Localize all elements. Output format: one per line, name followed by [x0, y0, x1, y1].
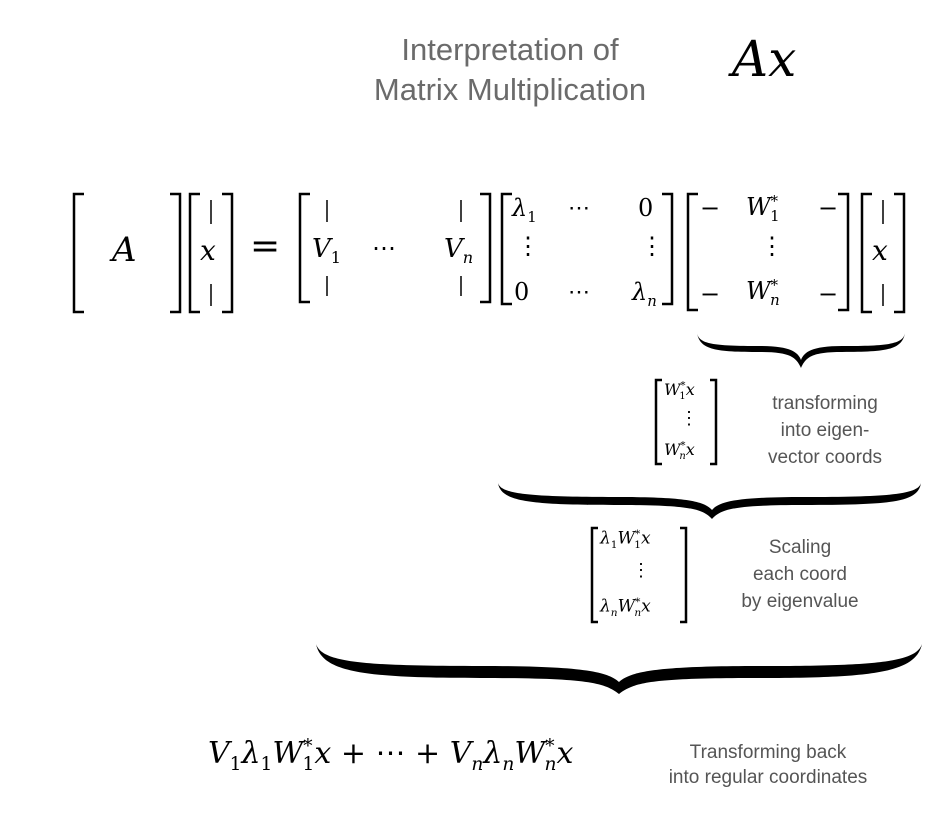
v-row-cdots: ⋯ [372, 234, 396, 262]
v1-symbol: V1 [312, 234, 342, 268]
lambda-row3-cdots: ⋯ [568, 280, 590, 305]
wx-row3: W*nx [664, 440, 695, 463]
w-vdots: ⋮ [760, 232, 784, 260]
wx-row1: W*1x [664, 380, 695, 403]
annotation-eigen-coords: transforming into eigen- vector coords [740, 390, 910, 471]
w-row1-dash-right: − [818, 194, 839, 222]
lambda-1: λ1 [512, 194, 537, 226]
final-expression: V1λ1W*1x + ⋯ + VnλnW*nx [208, 736, 574, 775]
annotation-scaling-line-3: by eigenvalue [741, 591, 859, 612]
equals-sign: = [250, 226, 281, 267]
lambda-row3-zero: 0 [514, 278, 530, 306]
matrix-a-symbol: A [112, 230, 137, 270]
lambda-col1-vdots: ⋮ [516, 232, 540, 260]
lambda-col3-vdots: ⋮ [640, 232, 664, 260]
annotation-back-line-1: Transforming back [689, 742, 847, 763]
annotation-back-line-2: into regular coordinates [668, 767, 868, 788]
annotation-eigen-line-2: into eigen- [780, 420, 870, 441]
vn-symbol: Vn [444, 234, 474, 268]
title-expression: Ax [732, 30, 797, 88]
annotation-eigen-line-1: transforming [772, 393, 878, 414]
annotation-eigen-line-3: vector coords [767, 447, 883, 468]
lambda-row1-zero: 0 [638, 194, 654, 222]
wn-star: W*n [746, 276, 780, 309]
lwx-row3: λnW*nx [600, 596, 651, 620]
annotation-transform-back: Transforming back into regular coordinat… [648, 740, 888, 790]
title-line-2: Matrix Multiplication [373, 72, 647, 107]
vector-x-symbol: x [200, 234, 216, 267]
w1-star: W*1 [746, 192, 780, 225]
annotation-scaling-line-1: Scaling [768, 537, 832, 558]
lwx-row1: λ1W*1x [600, 528, 651, 552]
title-block: Interpretation of Matrix Multiplication [330, 30, 690, 110]
lambda-row1-cdots: ⋯ [568, 196, 590, 221]
vector-x-right: x [872, 234, 888, 267]
annotation-scaling-line-2: each coord [752, 564, 847, 585]
lambda-n: λn [632, 278, 657, 310]
w-row3-dash-right: − [818, 280, 839, 308]
w-row1-dash-left: − [700, 194, 721, 222]
title-line-1: Interpretation of [401, 32, 619, 67]
wx-vdots: ⋮ [680, 408, 698, 429]
lwx-vdots: ⋮ [632, 560, 650, 581]
annotation-scaling: Scaling each coord by eigenvalue [720, 534, 880, 615]
w-row3-dash-left: − [700, 280, 721, 308]
